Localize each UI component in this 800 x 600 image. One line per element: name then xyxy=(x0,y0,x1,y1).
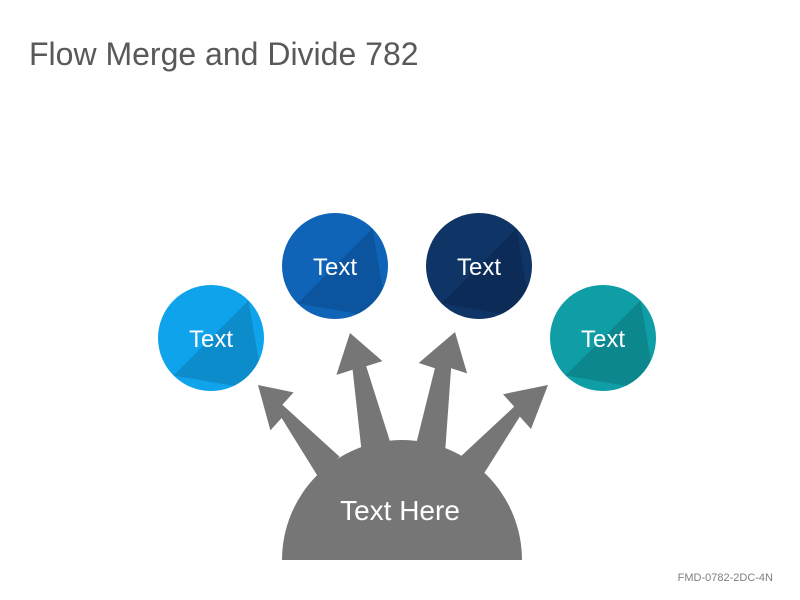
slide-title: Flow Merge and Divide 782 xyxy=(29,36,419,72)
node-label-2: Text xyxy=(313,254,357,281)
arrow-2 xyxy=(336,333,391,451)
hub-label: Text Here xyxy=(340,495,460,526)
hub-semicircle xyxy=(282,440,522,560)
arrow-4 xyxy=(460,385,548,478)
node-circle-3: Text xyxy=(426,213,532,319)
node-circle-4: Text xyxy=(550,285,656,391)
node-circle-2: Text xyxy=(282,213,388,319)
arrow-3 xyxy=(416,332,468,448)
node-label-4: Text xyxy=(581,326,625,353)
node-label-1: Text xyxy=(189,326,233,353)
node-label-3: Text xyxy=(457,254,501,281)
arrows xyxy=(258,332,548,478)
slide-code: FMD-0782-2DC-4N xyxy=(677,572,773,584)
arrow-1 xyxy=(258,385,340,478)
node-circle-1: Text xyxy=(158,285,264,391)
